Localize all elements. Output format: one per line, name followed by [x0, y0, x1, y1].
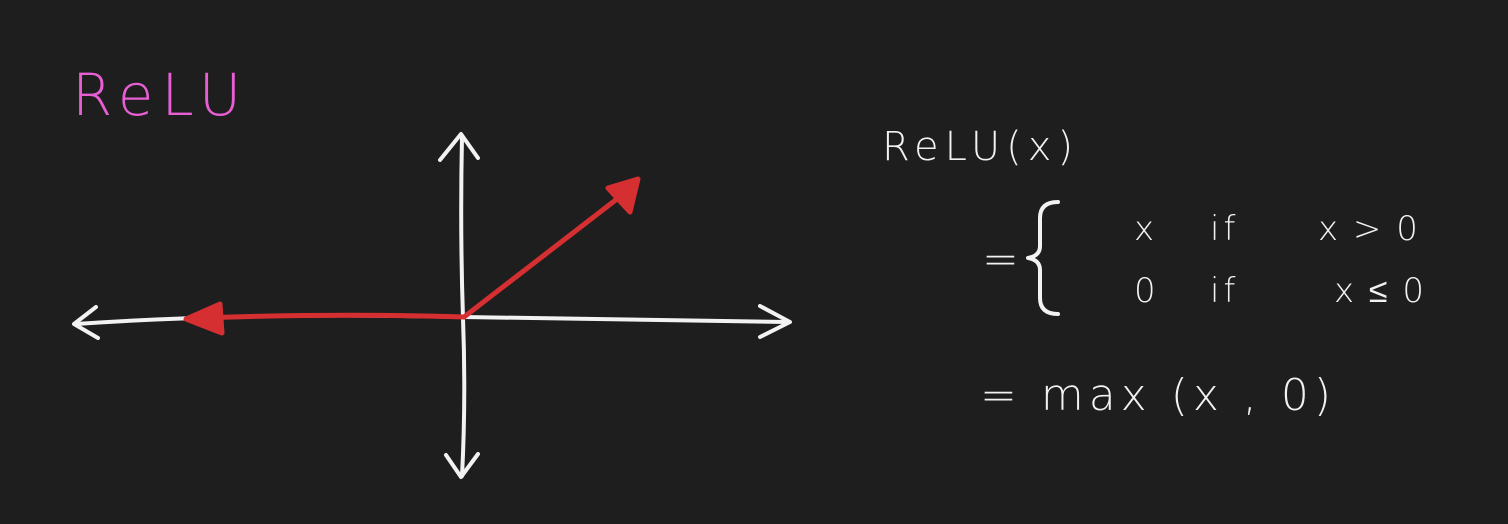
y-axis-bottom-arrowhead — [444, 452, 480, 479]
x-axis-left-arrowhead — [72, 305, 100, 340]
diagram-title: ReLU — [72, 61, 249, 129]
relu-negative-branch — [197, 312, 467, 321]
case-1-value: x — [1134, 209, 1154, 249]
y-axis-line — [459, 134, 467, 478]
relu-formula: ReLU(x) = x if x > 0 0 if x ≤ 0 = max (x… — [882, 124, 1426, 421]
formula-cases-brace — [1026, 200, 1060, 316]
case-1-inequality: x > 0 — [1318, 209, 1420, 249]
formula-lhs: ReLU(x) — [882, 124, 1079, 170]
formula-max-form: = max (x , 0) — [980, 370, 1336, 421]
coordinate-axes — [72, 132, 792, 479]
relu-positive-branch — [461, 189, 629, 320]
relu-curve — [183, 176, 641, 336]
relu-positive-arrowhead — [605, 176, 641, 215]
case-2-inequality: x ≤ 0 — [1334, 271, 1426, 311]
case-2-value: 0 — [1134, 271, 1156, 311]
y-axis-top-arrowhead — [438, 132, 480, 162]
relu-negative-arrowhead — [183, 301, 225, 336]
case-2-condition: if — [1210, 271, 1239, 311]
x-axis-right-arrowhead — [758, 304, 792, 339]
formula-cases-equals: = — [982, 234, 1019, 285]
case-1-condition: if — [1210, 209, 1239, 249]
